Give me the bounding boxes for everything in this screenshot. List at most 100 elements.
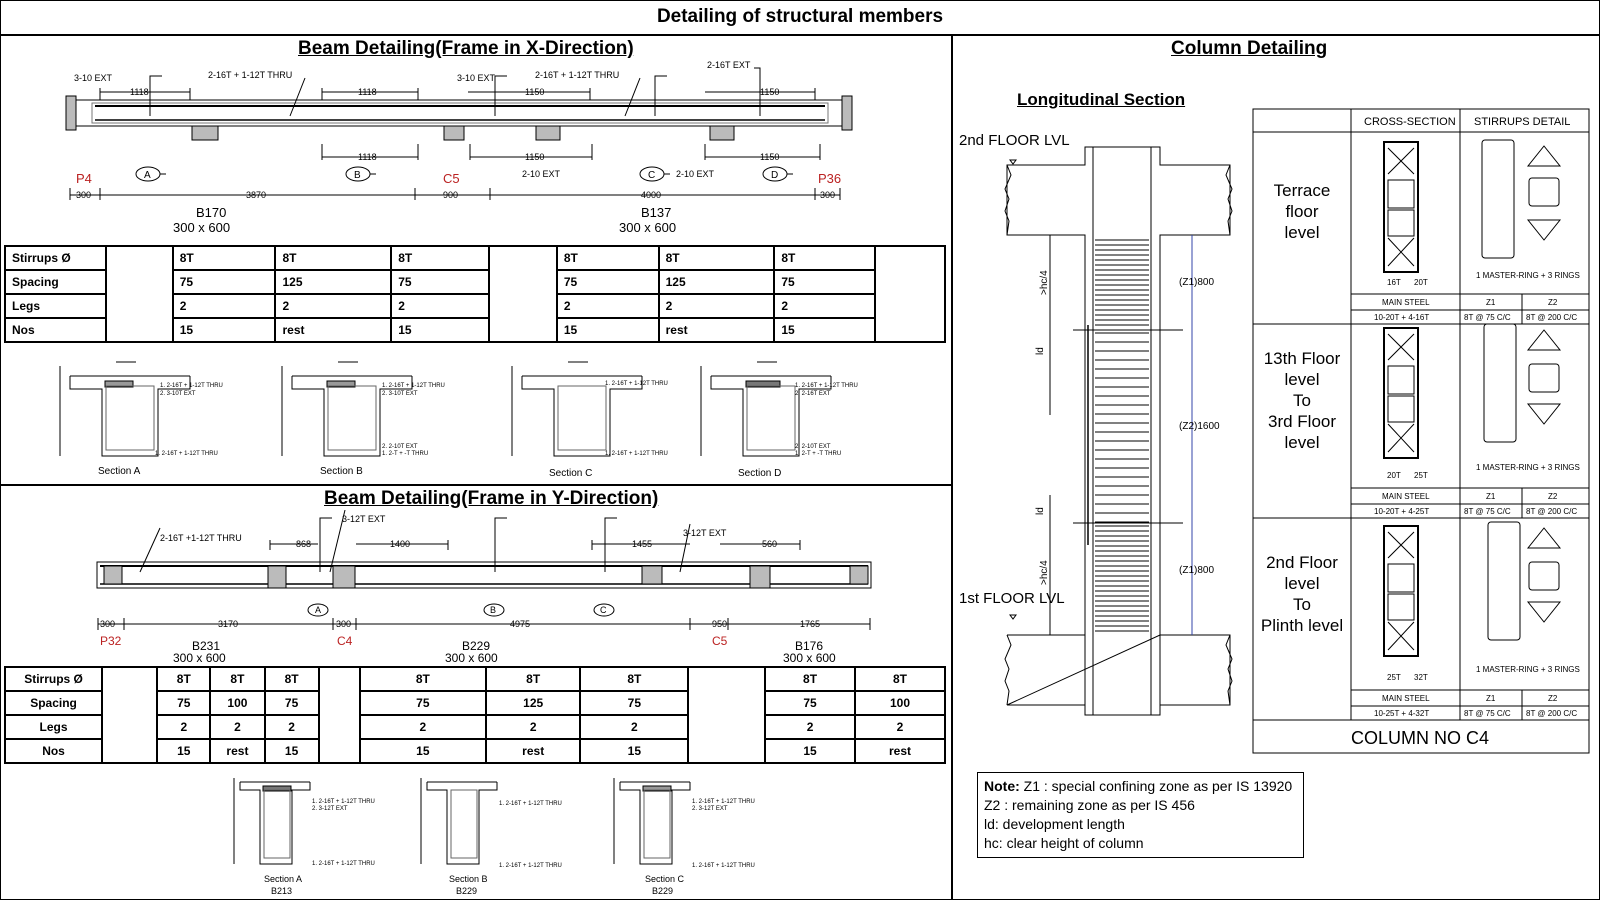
section-b-y-beam: B229 — [456, 886, 477, 896]
section-d-x-note: 2. 2-10T EXT — [795, 444, 831, 450]
legend-13th-1: 25T — [1414, 471, 1428, 480]
table-cell: 2 — [764, 714, 857, 740]
level-terrace: Terrace — [1274, 181, 1331, 200]
z2-terrace: 8T @ 200 C/C — [1526, 313, 1577, 322]
note-box: Note: Z1 : special confining zone as per… — [977, 772, 1304, 858]
beam-x-elevation: 3-10 EXT 2-16T + 1-12T THRU 3-10 EXT 2-1… — [65, 60, 853, 235]
section-b-x-note: 2. 3-10T EXT — [382, 391, 418, 397]
span-y-3: 4975 — [510, 619, 530, 629]
table-cell: 2 — [358, 714, 488, 740]
label-top-0: 3-10 EXT — [74, 73, 113, 83]
table-cell: 75 — [358, 690, 488, 716]
section-c-y-label: Section C — [645, 874, 685, 884]
table-cell: 8T — [209, 666, 266, 692]
beam-x-drop-3 — [535, 125, 561, 141]
leader-2 — [624, 77, 641, 117]
beam-x-inner — [91, 102, 829, 124]
table-cell: 125 — [657, 269, 776, 295]
section-a-x — [59, 361, 191, 457]
table-cell: 8T — [390, 245, 490, 271]
span-0: 300 — [76, 190, 91, 200]
ext-label-0: 2-10 EXT — [522, 169, 561, 179]
row-header: Stirrups Ø — [3, 666, 104, 692]
column-ties — [1095, 239, 1149, 632]
section-d-x-note: 2. 2-16T EXT — [795, 391, 831, 397]
table-cell: 2 — [555, 293, 660, 319]
column-number: COLUMN NO C4 — [1351, 728, 1489, 748]
leader-1 — [289, 77, 306, 117]
z1-label-2nd: Z1 — [1486, 694, 1496, 703]
table-cell: 15 — [171, 317, 277, 343]
level-13th: level — [1285, 370, 1320, 389]
table-cell: rest — [657, 317, 776, 343]
grid-y-bubble-c — [593, 603, 615, 617]
beam-b170-size: 300 x 600 — [173, 220, 230, 235]
note-text: Z1 : special confining zone as per IS 13… — [1023, 778, 1293, 794]
level-terrace: floor — [1285, 202, 1318, 221]
table-cell: 2 — [773, 293, 877, 319]
span-y-0: 300 — [100, 619, 115, 629]
header-cross-section: CROSS-SECTION — [1364, 116, 1456, 128]
span-4: 300 — [820, 190, 835, 200]
table-cell: 2 — [854, 714, 946, 740]
support-p32 — [103, 565, 123, 585]
note-title: Note: — [984, 778, 1020, 794]
label-y-top-1: 3-12T EXT — [342, 514, 386, 524]
cross-section-13th — [1383, 327, 1419, 459]
dim-bot-label-0: 1118 — [358, 152, 377, 162]
dim-y-top-4 — [720, 540, 801, 550]
section-c-x — [511, 361, 643, 457]
table-cell: 15 — [358, 738, 488, 764]
grid-a: A — [144, 170, 151, 181]
grid-c: C — [648, 170, 655, 181]
section-d-x-note: 1. 2-16T + 1-12T THRU — [795, 383, 858, 389]
blank-cell — [101, 666, 159, 764]
beam-x-drop-4 — [709, 125, 735, 141]
table-cell: 8T — [854, 666, 946, 692]
table-cell: 15 — [773, 317, 877, 343]
support-label-c5: C5 — [443, 171, 460, 186]
blank-cell — [874, 245, 946, 343]
support-label-c5-y: C5 — [712, 634, 728, 648]
span-y-1: 3170 — [218, 619, 238, 629]
z1-terrace: 8T @ 75 C/C — [1464, 313, 1511, 322]
z2-label-terrace: Z2 — [1548, 298, 1558, 307]
table-cell: 2 — [579, 714, 690, 740]
table-cell: 15 — [555, 317, 660, 343]
blank-cell — [488, 245, 558, 343]
table-cell: 100 — [209, 690, 266, 716]
longitudinal-heading: Longitudinal Section — [1017, 90, 1186, 109]
table-cell: 75 — [390, 269, 490, 295]
table-cell: 75 — [579, 690, 690, 716]
row-header: Spacing — [3, 690, 104, 716]
section-b-y-note: 1. 2-16T + 1-12T THRU — [499, 801, 562, 807]
z1-2nd: 8T @ 75 C/C — [1464, 709, 1511, 718]
table-cell: 75 — [764, 690, 857, 716]
flag-1 — [149, 75, 162, 116]
schedule-border — [1252, 108, 1590, 754]
table-cell: 2 — [657, 293, 776, 319]
row-header: Nos — [4, 317, 107, 343]
cross-section-2nd — [1383, 525, 1419, 657]
beam-b231-name: B231 — [192, 639, 220, 653]
table-cell: 2 — [171, 293, 277, 319]
grid-b: B — [354, 170, 361, 181]
beam-y-elevation: 2-16T +1-12T THRU 3-12T EXT 3-12T EXT 86… — [96, 510, 872, 665]
table-cell: 15 — [764, 738, 857, 764]
level-marker-top — [1009, 159, 1017, 165]
beam-b229-name: B229 — [462, 639, 490, 653]
dim-y-top-2 — [356, 540, 449, 550]
section-c-y-note: 1. 2-16T + 1-12T THRU — [692, 863, 755, 869]
table-cell: 8T — [274, 245, 393, 271]
support-label-p32: P32 — [100, 634, 122, 648]
label-y-top-0: 2-16T +1-12T THRU — [160, 533, 242, 543]
section-a-x-note: 2. 3-10T EXT — [160, 391, 196, 397]
section-d-x-note: 1. 2-T + -T THRU — [795, 451, 841, 457]
dim-y-label-0: 868 — [296, 539, 311, 549]
level-13th: To — [1293, 391, 1311, 410]
table-cell: 8T — [156, 666, 212, 692]
